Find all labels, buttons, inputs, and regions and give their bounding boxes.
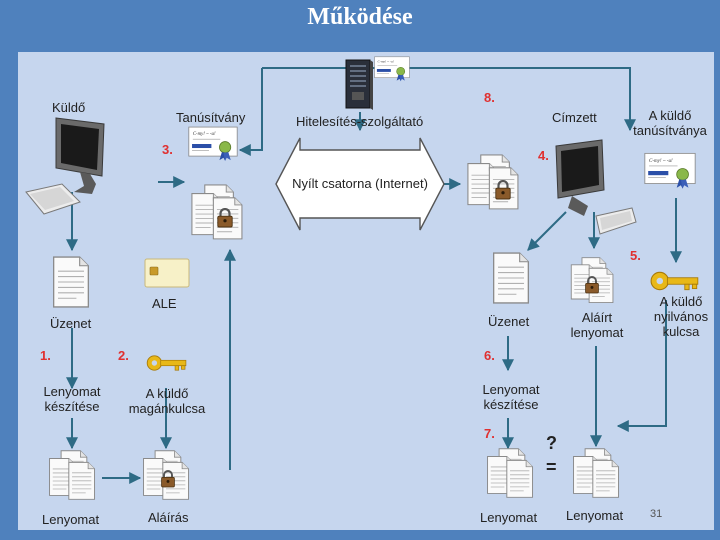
label-channel: Nyílt csatorna (Internet) — [292, 176, 428, 191]
arrow-pubkey-to-verify — [616, 300, 667, 432]
label-recipient: Címzett — [552, 110, 597, 125]
certificate-icon — [188, 126, 238, 162]
step-7: 7. — [484, 426, 495, 441]
label-message-right: Üzenet — [488, 314, 530, 329]
label-hash-right-a: Lenyomat — [480, 510, 538, 525]
arrow-ca-to-cert — [238, 68, 263, 156]
channel-arrow — [275, 137, 445, 231]
label-hash-left: Lenyomat — [42, 512, 100, 527]
step-1: 1. — [40, 348, 51, 363]
message-document-icon — [52, 256, 90, 308]
ca-certificate-icon — [374, 56, 410, 82]
step-5: 5. — [630, 248, 641, 263]
message-document-right-icon — [492, 252, 530, 304]
step-4: 4. — [538, 148, 549, 163]
label-certificate: Tanúsítvány — [176, 110, 246, 125]
slide-number: 31 — [650, 508, 663, 520]
arrow-recipient-to-message — [527, 211, 567, 251]
label-sender: Küldő — [52, 100, 86, 115]
label-message-left: Üzenet — [50, 316, 92, 331]
label-ale: ALE — [152, 296, 177, 311]
label-ca: Hitelesítés-szolgáltató — [296, 114, 424, 129]
server-icon — [345, 59, 374, 111]
equals-sign: = — [546, 457, 557, 477]
label-signature: Aláírás — [148, 510, 189, 525]
sender-certificate-icon — [644, 152, 696, 190]
slide-title: Működése — [307, 4, 413, 30]
label-hash-right-b: Lenyomat — [566, 508, 624, 523]
smartcard-icon — [144, 258, 190, 288]
step-6: 6. — [484, 348, 495, 363]
step-2: 2. — [118, 348, 129, 363]
step-8: 8. — [484, 90, 495, 105]
step-3: 3. — [162, 142, 173, 157]
question-mark: ? — [546, 433, 557, 453]
